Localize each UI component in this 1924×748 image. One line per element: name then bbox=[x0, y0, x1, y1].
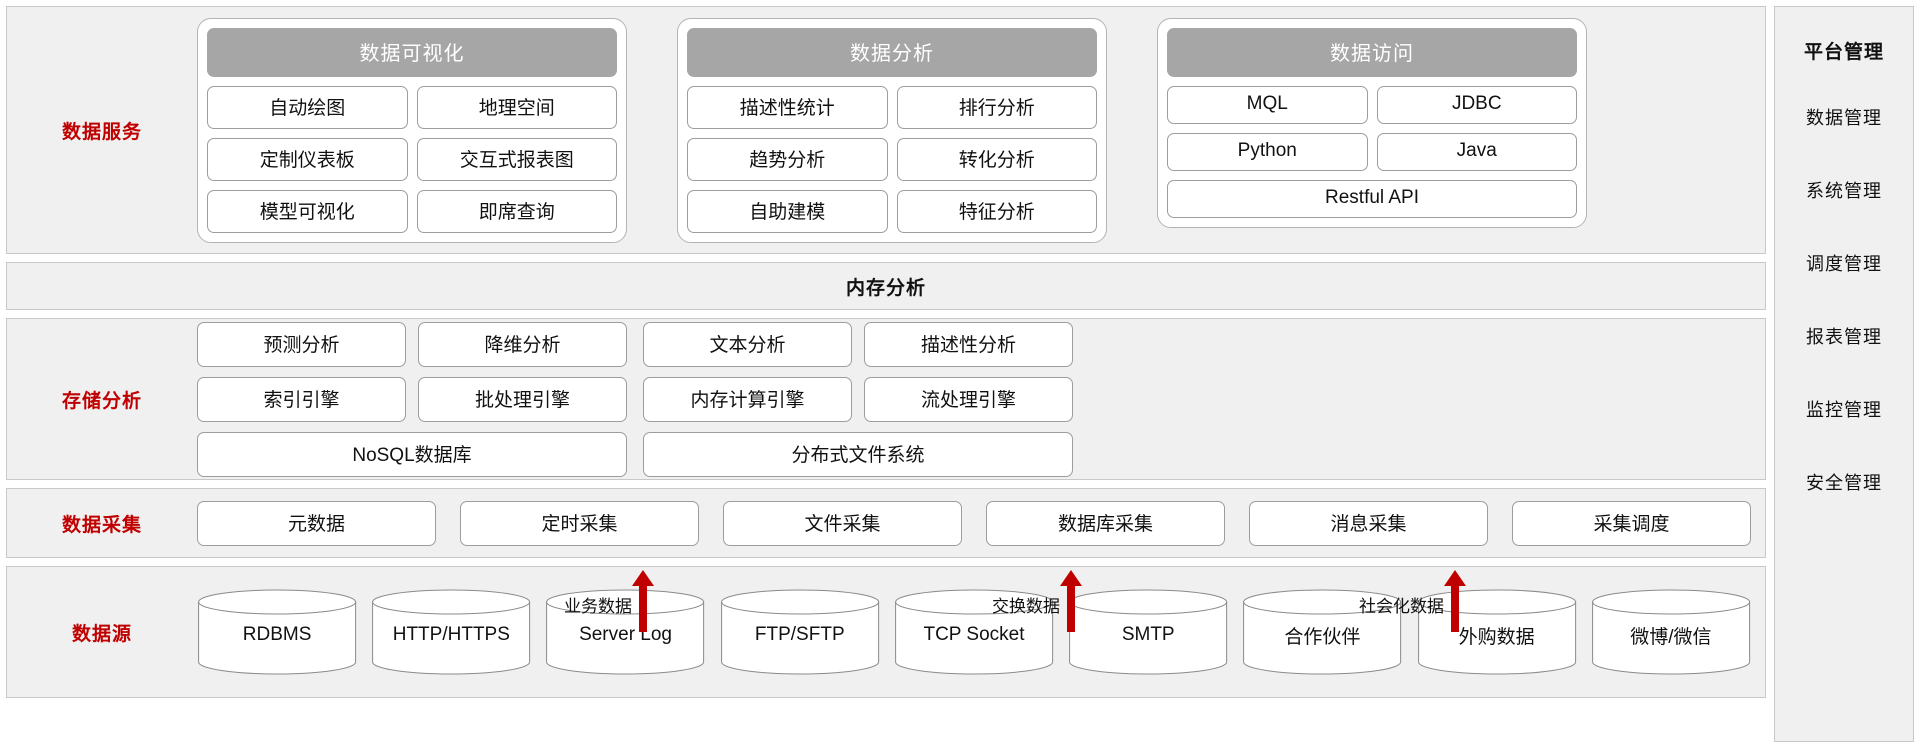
layer-memory-analysis: 内存分析 bbox=[6, 262, 1766, 310]
storage-item[interactable]: NoSQL数据库 bbox=[197, 431, 627, 477]
platform-management-sidebar: 平台管理 数据管理 系统管理 调度管理 报表管理 监控管理 安全管理 bbox=[1774, 6, 1914, 742]
service-group-header: 数据分析 bbox=[687, 27, 1097, 77]
sidebar-item-report-management[interactable]: 报表管理 bbox=[1806, 327, 1882, 347]
storage-item[interactable]: 描述性分析 bbox=[864, 321, 1073, 367]
sidebar-item-security-management[interactable]: 安全管理 bbox=[1806, 473, 1882, 493]
storage-item[interactable]: 分布式文件系统 bbox=[643, 431, 1073, 477]
data-source-label: RDBMS bbox=[242, 624, 312, 645]
layer-label-data-services: 数据服务 bbox=[61, 121, 142, 143]
layer-data-source: 数据源 RDBMS HTTP/HTTPS bbox=[6, 566, 1766, 698]
collection-item[interactable]: 元数据 bbox=[197, 500, 436, 546]
storage-item[interactable]: 预测分析 bbox=[197, 321, 406, 367]
data-source-cylinder[interactable]: 合作伙伴 bbox=[1242, 589, 1402, 675]
collection-item[interactable]: 定时采集 bbox=[460, 500, 699, 546]
service-item[interactable]: 转化分析 bbox=[896, 137, 1097, 181]
cylinder-icon bbox=[371, 589, 531, 675]
layer-label-data-source: 数据源 bbox=[71, 623, 132, 645]
service-item[interactable]: Restful API bbox=[1167, 179, 1577, 218]
sidebar-item-data-management[interactable]: 数据管理 bbox=[1806, 108, 1882, 128]
data-source-label: FTP/SFTP bbox=[754, 624, 845, 645]
data-source-cylinder[interactable]: Server Log bbox=[545, 589, 705, 675]
service-item[interactable]: 地理空间 bbox=[416, 85, 617, 129]
layer-label-memory-analysis: 内存分析 bbox=[845, 277, 926, 299]
service-group-access[interactable]: 数据访问 MQL JDBC Python Java Restful API bbox=[1157, 17, 1587, 228]
data-source-cylinder[interactable]: HTTP/HTTPS bbox=[371, 589, 531, 675]
collection-item[interactable]: 文件采集 bbox=[723, 500, 962, 546]
cylinder-icon bbox=[1068, 589, 1228, 675]
service-group-header: 数据可视化 bbox=[207, 27, 617, 77]
cylinder-icon bbox=[720, 589, 880, 675]
cylinder-icon bbox=[894, 589, 1054, 675]
cylinder-icon bbox=[197, 589, 357, 675]
data-source-cylinder[interactable]: 外购数据 bbox=[1417, 589, 1577, 675]
data-source-label: 微博/微信 bbox=[1630, 626, 1712, 648]
service-group-visualization[interactable]: 数据可视化 自动绘图 地理空间 定制仪表板 交互式报表图 模型可视化 即席查询 bbox=[197, 17, 627, 243]
sidebar-title: 平台管理 bbox=[1803, 42, 1884, 63]
storage-stack-right: 文本分析 描述性分析 内存计算引擎 流处理引擎 分布式文件系统 bbox=[643, 321, 1073, 477]
data-source-cylinder[interactable]: FTP/SFTP bbox=[720, 589, 880, 675]
service-group-analysis[interactable]: 数据分析 描述性统计 排行分析 趋势分析 转化分析 自助建模 特征分析 bbox=[677, 17, 1107, 243]
storage-item[interactable]: 流处理引擎 bbox=[864, 376, 1073, 422]
service-item[interactable]: 定制仪表板 bbox=[207, 137, 408, 181]
storage-item[interactable]: 文本分析 bbox=[643, 321, 852, 367]
data-source-cylinder[interactable]: SMTP bbox=[1068, 589, 1228, 675]
service-item[interactable]: 排行分析 bbox=[896, 85, 1097, 129]
storage-item[interactable]: 降维分析 bbox=[418, 321, 627, 367]
collection-item[interactable]: 消息采集 bbox=[1249, 500, 1488, 546]
service-item[interactable]: Java bbox=[1376, 132, 1577, 171]
layer-data-services: 数据服务 数据可视化 自动绘图 地理空间 定制仪表板 交互式报表图 bbox=[6, 6, 1766, 254]
storage-item[interactable]: 索引引擎 bbox=[197, 376, 406, 422]
data-source-cylinder[interactable]: RDBMS bbox=[197, 589, 357, 675]
sidebar-item-schedule-management[interactable]: 调度管理 bbox=[1806, 254, 1882, 274]
service-group-header: 数据访问 bbox=[1167, 27, 1577, 77]
service-item[interactable]: 趋势分析 bbox=[687, 137, 888, 181]
service-item[interactable]: Python bbox=[1167, 132, 1368, 171]
service-item[interactable]: 自动绘图 bbox=[207, 85, 408, 129]
storage-item[interactable]: 批处理引擎 bbox=[418, 376, 627, 422]
service-groups: 数据可视化 自动绘图 地理空间 定制仪表板 交互式报表图 模型可视化 即席查询 bbox=[197, 17, 1765, 243]
data-source-label: Server Log bbox=[579, 624, 673, 645]
layers-column: 数据服务 数据可视化 自动绘图 地理空间 定制仪表板 交互式报表图 bbox=[6, 6, 1766, 742]
cylinder-icon bbox=[1591, 589, 1751, 675]
cylinder-icon bbox=[1242, 589, 1402, 675]
data-source-label: TCP Socket bbox=[923, 624, 1025, 645]
service-item[interactable]: 模型可视化 bbox=[207, 189, 408, 233]
collection-items: 元数据 定时采集 文件采集 数据库采集 消息采集 采集调度 bbox=[197, 500, 1765, 546]
storage-stack-left: 预测分析 降维分析 索引引擎 批处理引擎 NoSQL数据库 bbox=[197, 321, 627, 477]
data-source-cylinder[interactable]: TCP Socket bbox=[894, 589, 1054, 675]
service-item[interactable]: 即席查询 bbox=[416, 189, 617, 233]
storage-item[interactable]: 内存计算引擎 bbox=[643, 376, 852, 422]
layer-storage-analysis: 存储分析 预测分析 降维分析 索引引擎 批处理引擎 NoSQL数据库 bbox=[6, 318, 1766, 480]
data-source-label: 合作伙伴 bbox=[1284, 626, 1361, 648]
layer-label-data-collection: 数据采集 bbox=[61, 514, 142, 536]
source-items: RDBMS HTTP/HTTPS Server Log bbox=[197, 589, 1765, 675]
data-source-cylinder[interactable]: 微博/微信 bbox=[1591, 589, 1751, 675]
service-item[interactable]: 自助建模 bbox=[687, 189, 888, 233]
layer-data-collection: 数据采集 元数据 定时采集 文件采集 数据库采集 消息采集 采集调度 bbox=[6, 488, 1766, 558]
layer-label-storage-analysis: 存储分析 bbox=[61, 390, 142, 412]
storage-groups: 预测分析 降维分析 索引引擎 批处理引擎 NoSQL数据库 文本分析 描述性分析 bbox=[197, 321, 1765, 477]
data-source-label: SMTP bbox=[1121, 624, 1175, 645]
cylinder-icon bbox=[545, 589, 705, 675]
data-source-label: 外购数据 bbox=[1458, 626, 1535, 648]
collection-item[interactable]: 采集调度 bbox=[1512, 500, 1751, 546]
collection-item[interactable]: 数据库采集 bbox=[986, 500, 1225, 546]
service-item[interactable]: MQL bbox=[1167, 85, 1368, 124]
data-source-label: HTTP/HTTPS bbox=[392, 624, 510, 645]
sidebar-item-monitor-management[interactable]: 监控管理 bbox=[1806, 400, 1882, 420]
service-item[interactable]: 交互式报表图 bbox=[416, 137, 617, 181]
service-item[interactable]: 描述性统计 bbox=[687, 85, 888, 129]
sidebar-item-system-management[interactable]: 系统管理 bbox=[1806, 181, 1882, 201]
service-item[interactable]: JDBC bbox=[1376, 85, 1577, 124]
service-item[interactable]: 特征分析 bbox=[896, 189, 1097, 233]
